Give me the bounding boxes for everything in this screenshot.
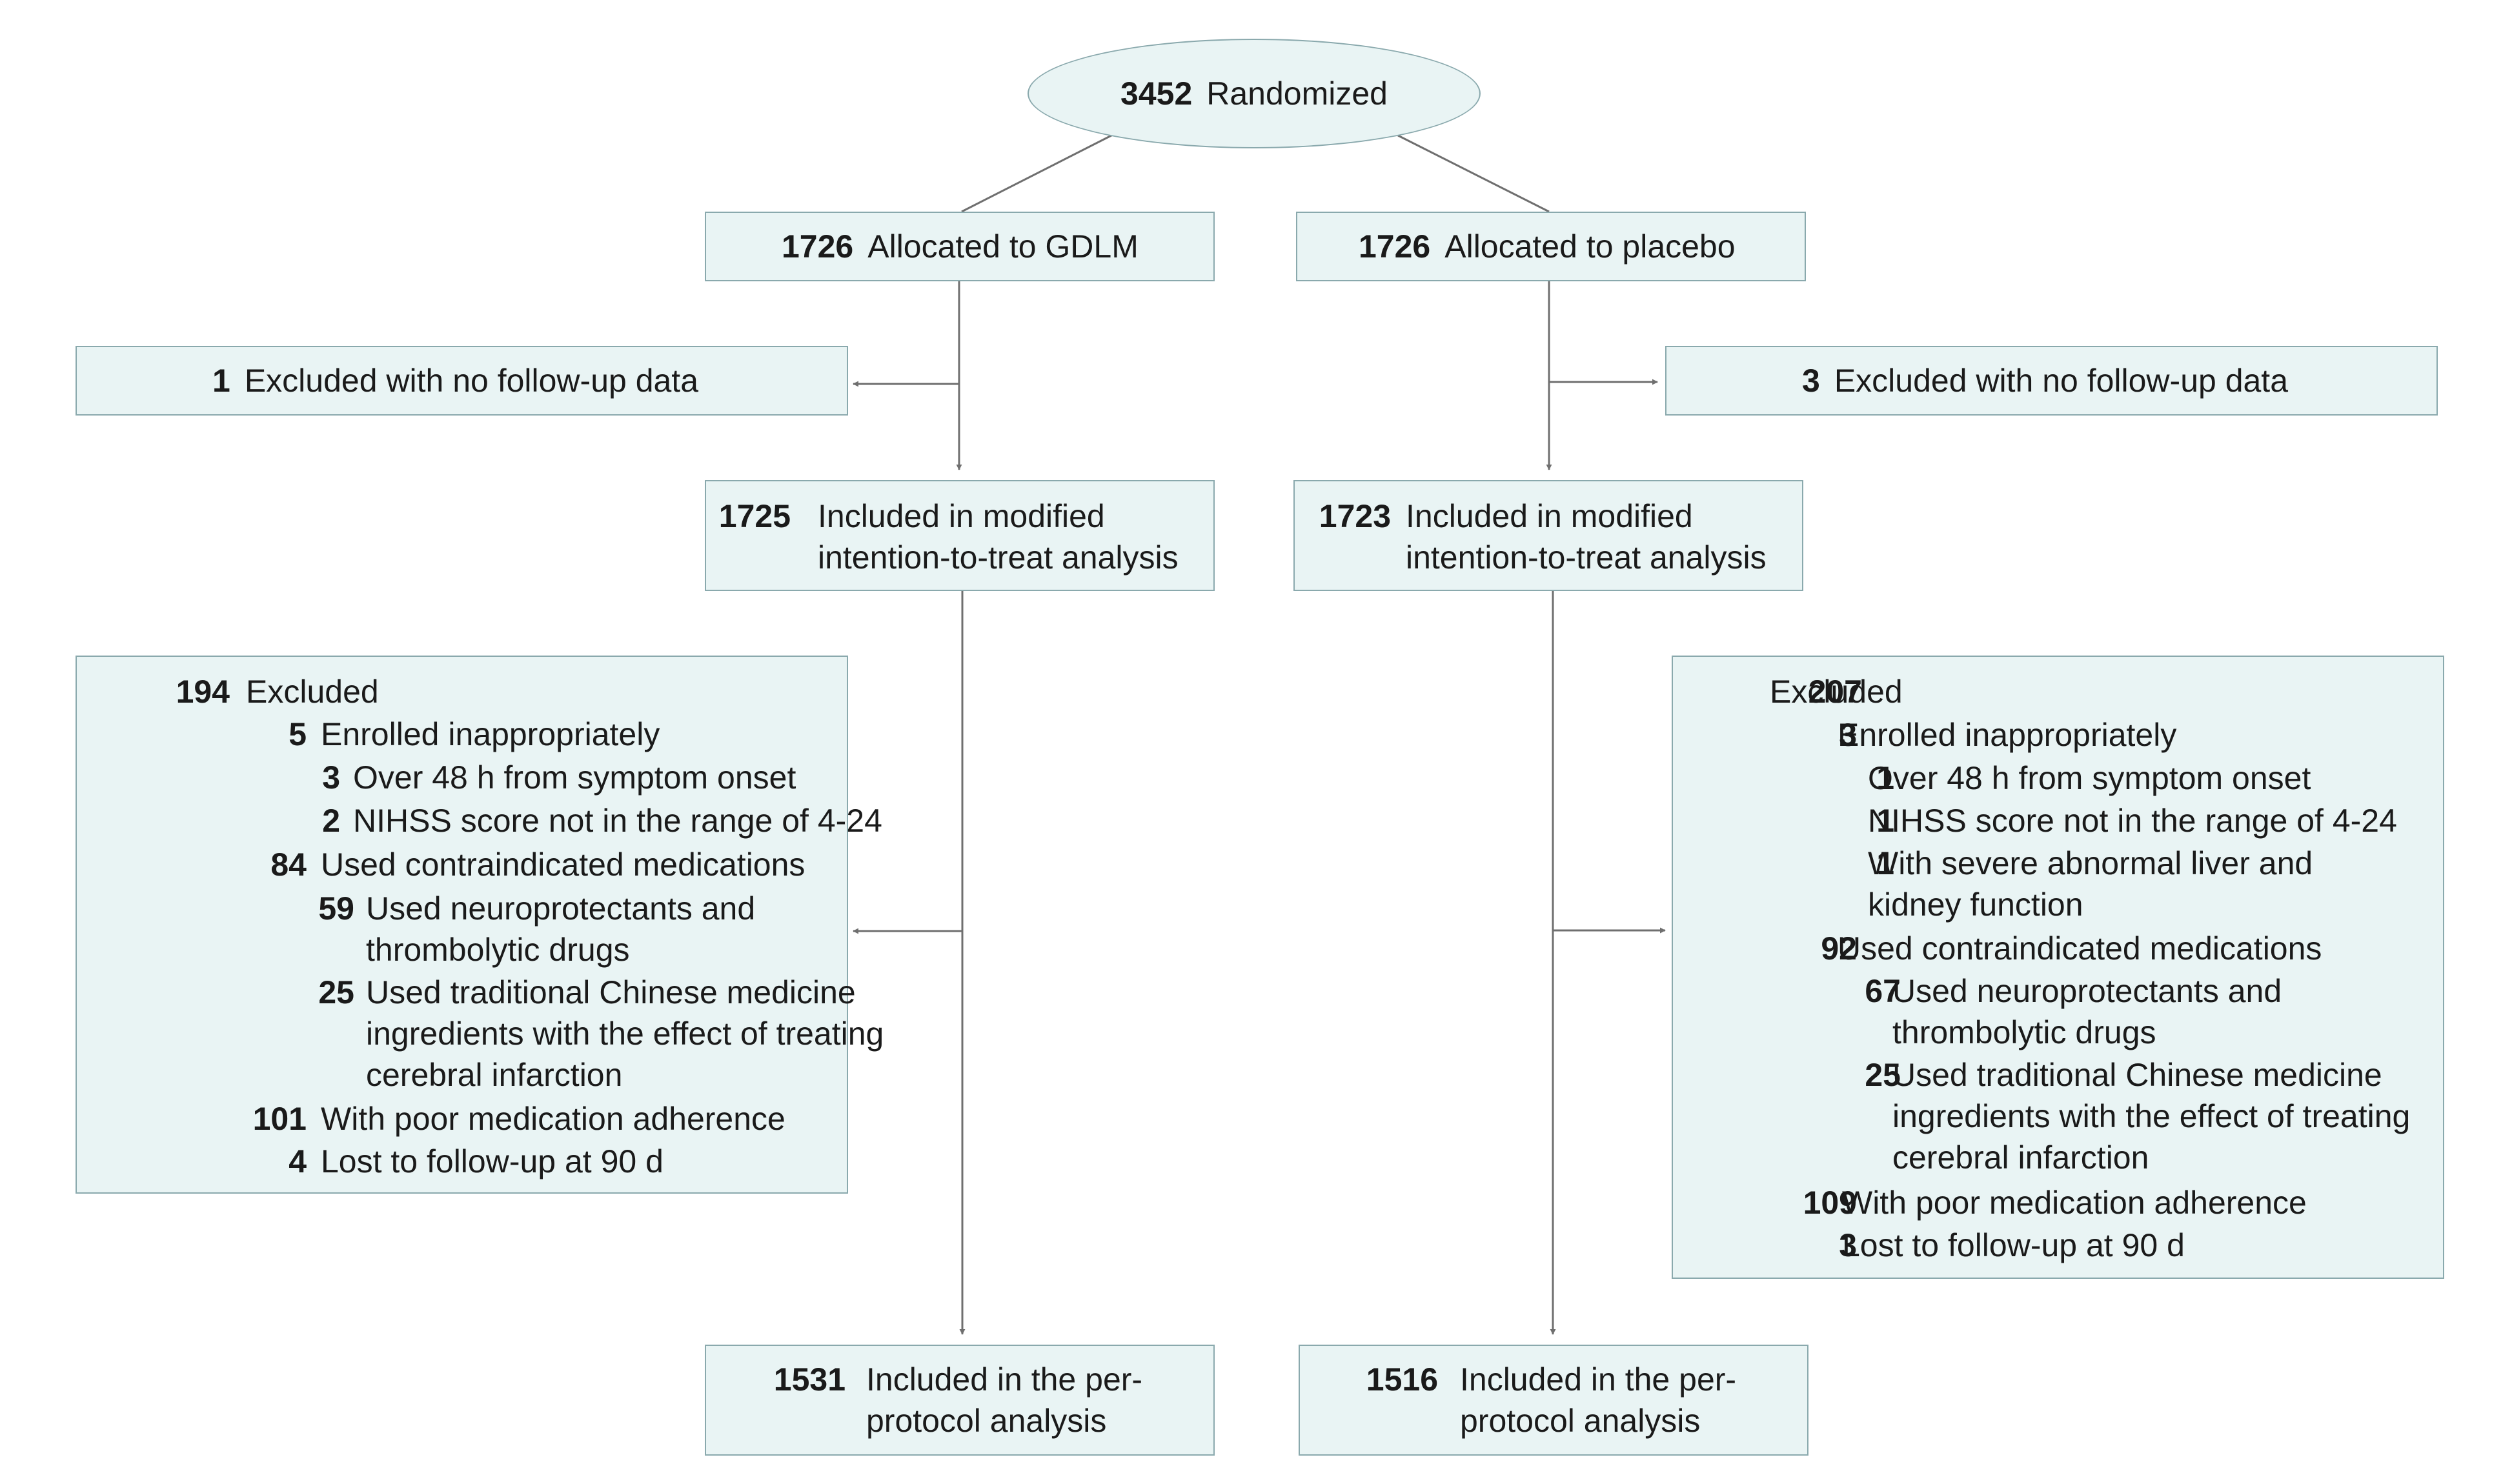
gdlm-exclusion-count: 101	[252, 1101, 307, 1137]
gdlm-exclusion-text: Used neuroprotectants and	[366, 890, 756, 927]
placebo-mitt-line1: Included in modified	[1406, 498, 1693, 534]
placebo-mitt-line2: intention-to-treat analysis	[1406, 539, 1767, 576]
placebo-exclusion-count: 1	[1876, 803, 1894, 839]
gdlm-excluded-box: 194 Excluded 5 Enrolled inappropriately …	[76, 656, 884, 1194]
gdlm-mitt-line2: intention-to-treat analysis	[818, 539, 1179, 576]
gdlm-exclusion-text-cont: ingredients with the effect of treating	[366, 1016, 884, 1052]
gdlm-exclusion-count: 25	[318, 974, 354, 1010]
gdlm-exclusion-count: 5	[289, 716, 307, 752]
placebo-allocated-box: 1726 Allocated to placebo	[1296, 212, 1806, 281]
gdlm-mitt-box: 1725 Included in modified intention-to-t…	[705, 480, 1215, 591]
placebo-exclusion-count: 67	[1865, 973, 1901, 1009]
gdlm-exclusion-text-cont: cerebral infarction	[366, 1057, 623, 1093]
randomized-label: Randomized	[1206, 75, 1388, 112]
gdlm-excluded-label: Excluded	[246, 674, 379, 710]
placebo-exclusion-count: 92	[1821, 930, 1857, 967]
split-line-right	[1397, 134, 1550, 213]
placebo-exclusion-count: 3	[1839, 1227, 1857, 1263]
placebo-exclusion-text: Lost to follow-up at 90 d	[1842, 1227, 2185, 1263]
gdlm-no-followup-count: 1	[212, 363, 230, 399]
gdlm-exclusion-text: NIHSS score not in the range of 4-24	[353, 803, 882, 839]
placebo-exclusion-text: Used traditional Chinese medicine	[1892, 1057, 2382, 1093]
gdlm-excluded-no-followup-box: 1 Excluded with no follow-up data	[76, 346, 848, 416]
gdlm-mitt-line1: Included in modified	[818, 498, 1105, 534]
placebo-no-followup-label: Excluded with no follow-up data	[1834, 363, 2289, 399]
gdlm-mitt-count: 1725	[718, 498, 791, 534]
gdlm-per-protocol-count: 1531	[773, 1361, 846, 1398]
placebo-exclusion-text: Used neuroprotectants and	[1892, 973, 2282, 1009]
placebo-allocated-count: 1726	[1359, 228, 1431, 265]
gdlm-exclusion-text: Lost to follow-up at 90 d	[321, 1143, 663, 1179]
placebo-allocated-label: Allocated to placebo	[1444, 228, 1736, 265]
randomized-node: 3452 Randomized	[1028, 39, 1481, 148]
placebo-per-protocol-line1: Included in the per-	[1460, 1361, 1737, 1398]
gdlm-exclusion-count: 84	[270, 847, 307, 883]
placebo-exclusion-text: Over 48 h from symptom onset	[1868, 760, 2311, 796]
gdlm-allocated-count: 1726	[782, 228, 854, 265]
gdlm-exclusion-text: Enrolled inappropriately	[321, 716, 660, 752]
placebo-excluded-count: 207	[1808, 674, 1862, 710]
placebo-exclusion-count: 1	[1876, 845, 1894, 881]
gdlm-exclusion-text-cont: thrombolytic drugs	[366, 932, 630, 968]
placebo-exclusion-text: With poor medication adherence	[1842, 1185, 2307, 1221]
placebo-per-protocol-line2: protocol analysis	[1460, 1403, 1701, 1439]
gdlm-per-protocol-line1: Included in the per-	[866, 1361, 1143, 1398]
gdlm-per-protocol-line2: protocol analysis	[866, 1403, 1107, 1439]
gdlm-exclusion-count: 59	[318, 890, 354, 927]
gdlm-excluded-count: 194	[176, 674, 230, 710]
gdlm-exclusion-count: 2	[322, 803, 340, 839]
placebo-no-followup-count: 3	[1802, 363, 1820, 399]
gdlm-exclusion-text: With poor medication adherence	[321, 1101, 785, 1137]
placebo-exclusion-text: NIHSS score not in the range of 4-24	[1868, 803, 2397, 839]
gdlm-exclusion-text: Used traditional Chinese medicine	[366, 974, 856, 1010]
placebo-exclusion-text-cont: ingredients with the effect of treating	[1892, 1098, 2411, 1134]
placebo-mitt-box: 1723 Included in modified intention-to-t…	[1293, 480, 1803, 591]
placebo-exclusion-count: 109	[1803, 1185, 1857, 1221]
placebo-exclusion-count: 3	[1839, 717, 1857, 753]
placebo-exclusion-text-cont: cerebral infarction	[1892, 1139, 2149, 1176]
gdlm-exclusion-text: Over 48 h from symptom onset	[353, 759, 796, 796]
placebo-excluded-no-followup-box: 3 Excluded with no follow-up data	[1665, 346, 2438, 416]
split-line-left	[961, 134, 1112, 213]
placebo-exclusion-count: 1	[1876, 760, 1894, 796]
placebo-per-protocol-box: 1516 Included in the per- protocol analy…	[1299, 1345, 1808, 1456]
placebo-exclusion-text-cont: kidney function	[1868, 887, 2083, 923]
gdlm-allocated-label: Allocated to GDLM	[867, 228, 1139, 265]
gdlm-allocated-box: 1726 Allocated to GDLM	[705, 212, 1215, 281]
placebo-per-protocol-count: 1516	[1366, 1361, 1438, 1398]
placebo-mitt-count: 1723	[1319, 498, 1391, 534]
placebo-exclusion-text-cont: thrombolytic drugs	[1892, 1014, 2156, 1050]
placebo-exclusion-text: Used contraindicated medications	[1838, 930, 2322, 967]
gdlm-exclusion-count: 4	[289, 1143, 307, 1179]
gdlm-per-protocol-box: 1531 Included in the per- protocol analy…	[705, 1345, 1215, 1456]
placebo-exclusion-text: Enrolled inappropriately	[1838, 717, 2177, 753]
placebo-excluded-label: Excluded	[1770, 674, 1903, 710]
placebo-exclusion-text: With severe abnormal liver and	[1868, 845, 2313, 881]
gdlm-no-followup-label: Excluded with no follow-up data	[244, 363, 699, 399]
gdlm-exclusion-count: 3	[322, 759, 340, 796]
randomized-count: 3452	[1120, 75, 1193, 112]
placebo-excluded-box: 207 Excluded 3 Enrolled inappropriately …	[1672, 656, 2444, 1279]
placebo-exclusion-count: 25	[1865, 1057, 1901, 1093]
gdlm-exclusion-text: Used contraindicated medications	[321, 847, 805, 883]
